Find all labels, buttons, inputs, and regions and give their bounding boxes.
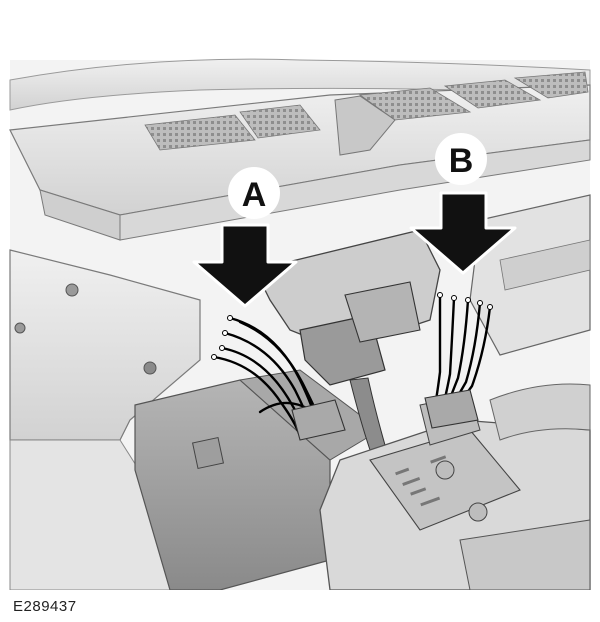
bolt-icon bbox=[143, 361, 157, 375]
callout-b: B bbox=[409, 133, 517, 275]
bolt-icon bbox=[14, 322, 26, 334]
vent-grille bbox=[239, 104, 321, 139]
connector-b bbox=[424, 389, 479, 429]
callout-a: A bbox=[192, 167, 298, 308]
engine-bay-illustration: A B bbox=[9, 58, 591, 590]
callout-letter-b: B bbox=[449, 142, 474, 180]
vent-grille bbox=[144, 114, 256, 151]
fuse-box bbox=[319, 394, 591, 590]
bolt-icon bbox=[65, 283, 79, 297]
callout-circle-icon bbox=[228, 167, 280, 219]
figure-id-label: E289437 bbox=[13, 598, 77, 615]
connector-a bbox=[291, 399, 346, 441]
label-square bbox=[191, 436, 225, 470]
callout-letter-a: A bbox=[242, 176, 267, 214]
down-arrow-icon bbox=[192, 223, 298, 308]
wire-ends-b bbox=[437, 292, 493, 310]
wire-ends-a bbox=[211, 315, 233, 360]
vent-grille bbox=[513, 71, 589, 99]
callout-circle-icon bbox=[435, 133, 487, 185]
central-connector-block bbox=[254, 229, 441, 451]
down-arrow-icon bbox=[409, 191, 517, 275]
vent-grille bbox=[443, 79, 542, 109]
